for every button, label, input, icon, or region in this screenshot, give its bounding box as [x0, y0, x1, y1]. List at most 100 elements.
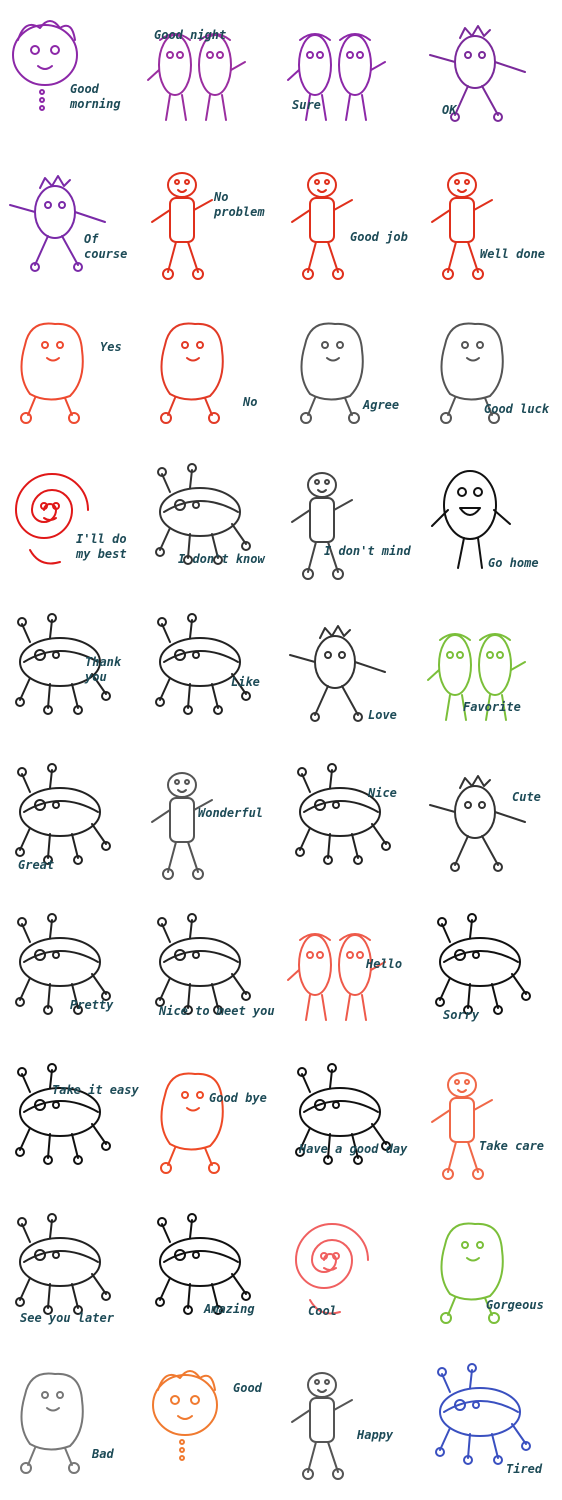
doodle-stroke [440, 322, 504, 401]
sticker-pretty[interactable]: Pretty [0, 900, 140, 1050]
sticker-have-a-good-day[interactable]: Have a good day [280, 1050, 420, 1200]
sticker-well-done[interactable]: Well done [420, 150, 560, 300]
sticker-good-morning[interactable]: Good morning [0, 0, 140, 150]
sticker-good-night[interactable]: Good night [140, 0, 280, 150]
doodle-stroke [167, 1147, 213, 1166]
doodle-stroke [459, 775, 491, 789]
sticker-nice[interactable]: Nice [280, 750, 420, 900]
doodle-stroke [186, 1107, 200, 1112]
sticker-nice-to-meet-you[interactable]: Nice to meet you [140, 900, 280, 1050]
sticker-bad[interactable]: Bad [0, 1350, 140, 1500]
sticker-thank-you[interactable]: Thank you [0, 600, 140, 750]
doodle-stroke [447, 1297, 493, 1316]
doodle-stroke [447, 172, 477, 198]
doodle-stroke [309, 497, 335, 543]
sticker-agree[interactable]: Agree [280, 300, 420, 450]
doodle-stroke [317, 489, 327, 493]
doodle-stroke [20, 322, 84, 401]
sticker-good[interactable]: Good [140, 1350, 280, 1500]
sticker-i-dont-know[interactable]: I don't know [140, 450, 280, 600]
sticker-yes[interactable]: Yes [0, 300, 140, 450]
doodle-stroke [19, 1237, 101, 1287]
doodle-stroke [439, 1387, 521, 1437]
sticker-ill-do-my-best[interactable]: I'll do my best [0, 450, 140, 600]
sticker-take-care[interactable]: Take care [420, 1050, 560, 1200]
doodle-stroke [445, 694, 507, 721]
sticker-no[interactable]: No [140, 300, 280, 450]
sticker-good-luck[interactable]: Good luck [420, 300, 560, 450]
doodle-stroke [300, 412, 312, 424]
sticker-label: Wonderful [198, 806, 264, 820]
doodle-stroke [454, 1079, 460, 1085]
sticker-i-dont-mind[interactable]: I don't mind [280, 450, 420, 600]
doodle-stroke [19, 1123, 107, 1159]
doodle-stroke [241, 1291, 251, 1301]
sticker-label: No problem [214, 190, 265, 219]
doodle-stroke [160, 1162, 172, 1174]
sticker-see-you-later[interactable]: See you later [0, 1200, 140, 1350]
sticker-good-bye[interactable]: Good bye [140, 1050, 280, 1200]
doodle-stroke [23, 1100, 99, 1113]
sticker-no-problem[interactable]: No problem [140, 150, 280, 300]
doodle-stroke [302, 1468, 314, 1480]
sticker-label: Nice to meet you [159, 1004, 275, 1018]
sticker-label: Gorgeous [486, 1298, 544, 1312]
doodle-stroke [43, 705, 53, 715]
sticker-label: OK [442, 103, 457, 117]
sticker-tired[interactable]: Tired [420, 1350, 560, 1500]
doodle-stroke [446, 651, 454, 659]
sticker-great[interactable]: Great [0, 750, 140, 900]
sticker-sure[interactable]: Sure [280, 0, 420, 150]
doodle-stroke [213, 555, 223, 565]
doodle-stroke [159, 487, 241, 537]
sticker-drawing [152, 1370, 218, 1461]
doodle-stroke [461, 341, 469, 349]
doodle-stroke [20, 1462, 32, 1474]
sticker-gorgeous[interactable]: Gorgeous [420, 1200, 560, 1350]
doodle-stroke [101, 1291, 111, 1301]
doodle-stroke [169, 197, 195, 243]
doodle-stroke [192, 268, 204, 280]
sticker-ok[interactable]: OK [420, 0, 560, 150]
sticker-wonderful[interactable]: Wonderful [140, 750, 280, 900]
sticker-love[interactable]: Love [280, 600, 420, 750]
sticker-sorry[interactable]: Sorry [420, 900, 560, 1050]
sticker-favorite[interactable]: Favorite [420, 600, 560, 750]
doodle-stroke [21, 1219, 53, 1243]
doodle-stroke [52, 951, 60, 959]
doodle-stroke [478, 51, 486, 59]
doodle-stroke [291, 1399, 353, 1423]
sticker-drawing [160, 322, 224, 424]
doodle-stroke [17, 20, 76, 41]
sticker-take-it-easy[interactable]: Take it easy [0, 1050, 140, 1200]
doodle-stroke [461, 1241, 469, 1249]
doodle-stroke [493, 1005, 503, 1015]
sticker-cute[interactable]: Cute [420, 750, 560, 900]
doodle-stroke [21, 919, 53, 943]
sticker-label: Pretty [70, 998, 114, 1012]
sticker-label: Take care [479, 1139, 545, 1153]
sticker-drawing [289, 625, 386, 722]
doodle-stroke [316, 51, 324, 59]
doodle-stroke [314, 799, 326, 811]
doodle-stroke [183, 1005, 193, 1015]
doodle-stroke [437, 917, 447, 927]
sticker-label: Sorry [443, 1008, 480, 1022]
sticker-good-job[interactable]: Good job [280, 150, 420, 300]
sticker-amazing[interactable]: Amazing [140, 1200, 280, 1350]
doodle-stroke [167, 397, 213, 416]
doodle-stroke [327, 1063, 337, 1073]
sticker-cool[interactable]: Cool [280, 1200, 420, 1350]
sticker-of-course[interactable]: Of course [0, 150, 140, 300]
sticker-go-home[interactable]: Go home [420, 450, 560, 600]
sticker-label: Cool [308, 1304, 337, 1318]
doodle-stroke [336, 341, 344, 349]
sticker-like[interactable]: Like [140, 600, 280, 750]
sticker-label: Yes [100, 340, 122, 354]
sticker-label: Love [368, 708, 397, 722]
doodle-stroke [39, 97, 45, 103]
doodle-stroke [467, 913, 477, 923]
sticker-hello[interactable]: Hello [280, 900, 420, 1050]
sticker-drawing [427, 633, 526, 721]
sticker-happy[interactable]: Happy [280, 1350, 420, 1500]
